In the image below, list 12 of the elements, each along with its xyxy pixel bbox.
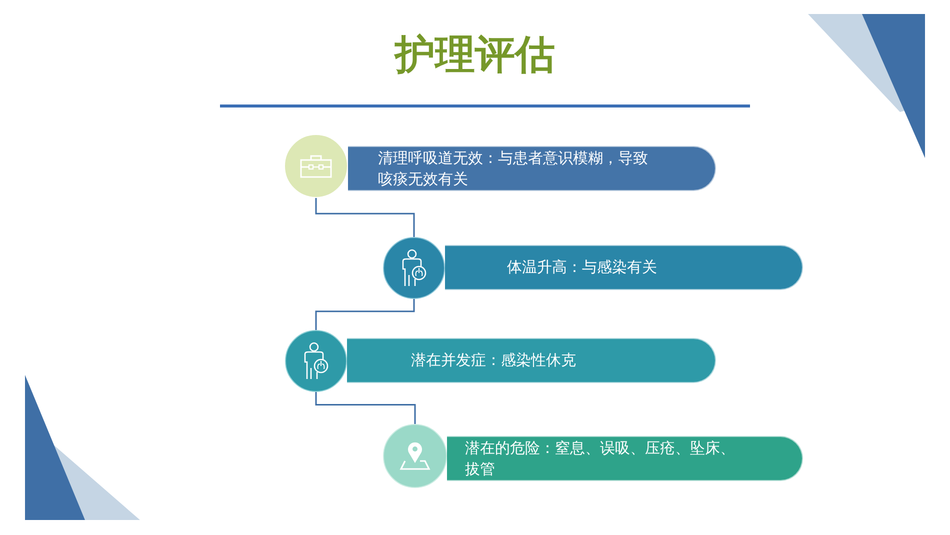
label-bar — [348, 146, 716, 191]
label-bar — [347, 338, 716, 383]
bar-text: 潜在并发症：感染性休克 — [411, 350, 577, 371]
connector-line — [315, 299, 415, 330]
label-bar — [445, 245, 803, 290]
bar-text: 清理呼吸道无效：与患者意识模糊，导致咳痰无效有关 — [378, 148, 649, 190]
label-bar — [447, 436, 803, 481]
bar-text: 潜在的危险：窒息、误吸、压疮、坠床、拔管 — [465, 438, 736, 480]
connector-line — [315, 198, 415, 237]
title: 护理评估 — [393, 31, 556, 80]
connector-line — [315, 392, 416, 424]
bar-text: 体温升高：与感染有关 — [507, 257, 658, 278]
